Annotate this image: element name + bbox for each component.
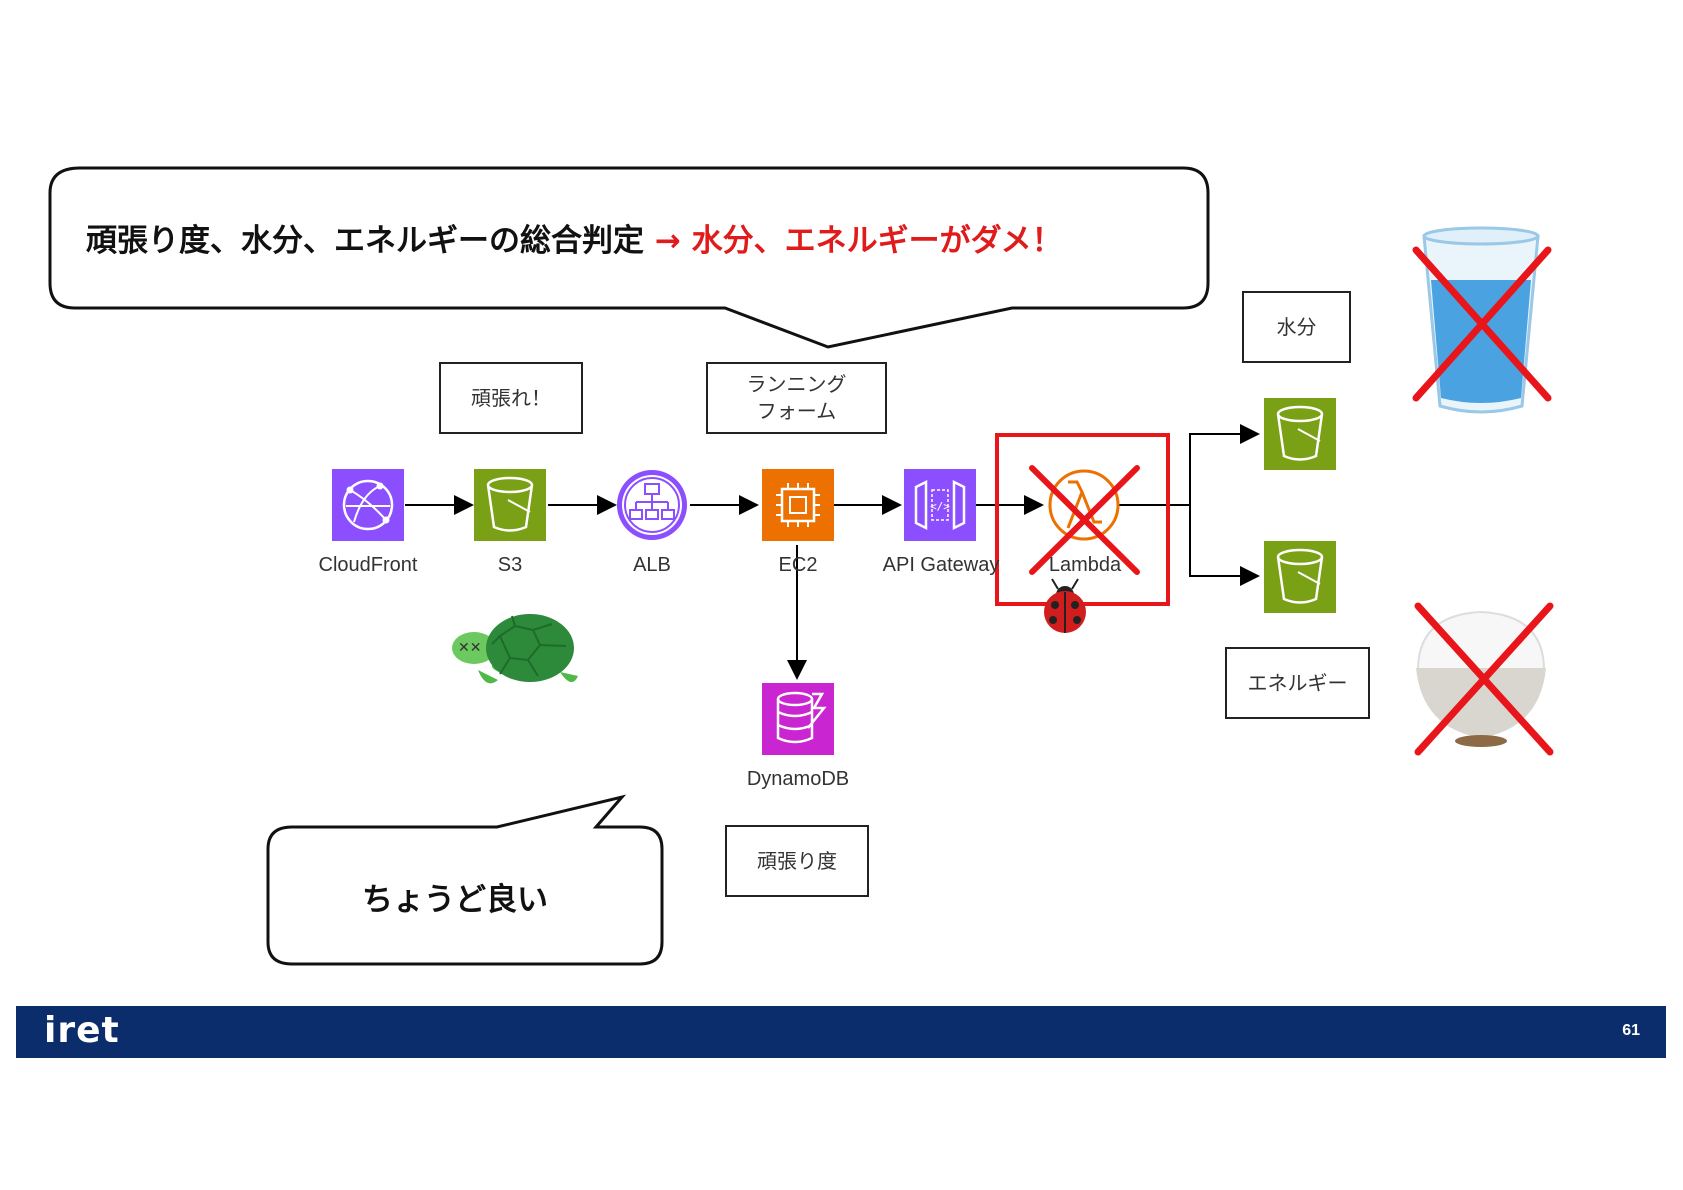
cloudfront-icon [332, 469, 404, 541]
lambda-icon [1048, 469, 1120, 541]
note-energy-text: エネルギー [1247, 670, 1348, 695]
note-running-line1: ランニング [746, 372, 847, 396]
bottom-bubble-text: ちょうど良い [362, 882, 548, 918]
label-api-gateway: API Gateway [882, 554, 1000, 576]
label-dynamodb: DynamoDB [746, 768, 850, 790]
rice-bowl-icon [1416, 610, 1546, 747]
note-suibun-text: 水分 [1276, 314, 1317, 339]
water-cross-icon [1412, 246, 1552, 402]
s3-energy-icon [1264, 541, 1336, 613]
title-verdict: → 水分、エネルギーがダメ！ [654, 223, 1063, 259]
note-suibun: 水分 [1242, 291, 1351, 363]
arrow-lambda-s3-bottom [1189, 505, 1260, 586]
ec2-icon [762, 469, 834, 541]
label-alb: ALB [633, 554, 671, 576]
api-gateway-icon: </> [904, 469, 976, 541]
turtle-icon: ✕✕ [452, 614, 578, 684]
label-lambda: Lambda [1048, 554, 1122, 576]
note-energy: エネルギー [1225, 647, 1370, 719]
s3-suibun-icon [1264, 398, 1336, 470]
note-running-form: ランニング フォーム [706, 362, 887, 434]
alb-icon [617, 470, 687, 540]
svg-text:✕✕: ✕✕ [458, 640, 481, 656]
lambda-cross-icon [1029, 465, 1140, 575]
page-number: 61 [1622, 1022, 1640, 1039]
s3-icon [474, 469, 546, 541]
note-running-line2: フォーム [756, 399, 837, 423]
label-s3: S3 [497, 554, 523, 576]
label-cloudfront: CloudFront [318, 554, 418, 576]
ladybug-icon [1044, 578, 1086, 633]
title-bubble-text: 頑張り度、水分、エネルギーの総合判定 → 水分、エネルギーがダメ！ [86, 215, 1063, 260]
svg-text:</>: </> [930, 500, 950, 513]
rice-cross-icon [1414, 602, 1554, 756]
arrow-lambda-s3-top [1118, 424, 1260, 506]
title-main: 頑張り度、水分、エネルギーの総合判定 [86, 223, 644, 259]
note-ganbare-text: 頑張れ！ [471, 385, 551, 410]
dynamodb-icon [762, 683, 834, 755]
note-ganbari-do: 頑張り度 [725, 825, 869, 897]
note-ganbari-do-text: 頑張り度 [757, 848, 837, 873]
note-ganbare: 頑張れ！ [439, 362, 583, 434]
footer-bar: iret 61 [16, 1006, 1666, 1058]
iret-logo: iret [44, 1010, 120, 1051]
label-ec2: EC2 [778, 554, 818, 576]
